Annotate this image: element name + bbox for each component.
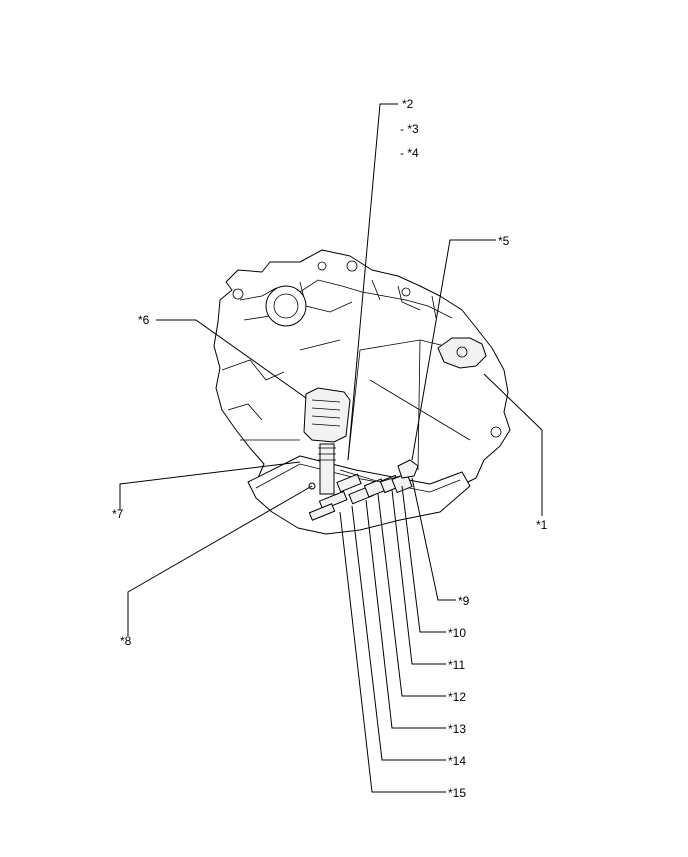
label-8: *8 — [120, 634, 132, 648]
label-10: *10 — [448, 626, 467, 640]
bolt-hole-e — [317, 261, 327, 271]
leader-6 — [156, 319, 307, 399]
leader-15 — [339, 511, 446, 793]
leader-9 — [411, 477, 456, 601]
label-2: *2 — [402, 97, 414, 111]
leader-2 — [347, 103, 398, 461]
label-15: *15 — [448, 786, 467, 800]
oil-strainer — [303, 387, 351, 443]
leader-5 — [411, 239, 496, 461]
gear-port-outer — [265, 285, 307, 327]
leader-1 — [483, 373, 543, 516]
leader-lines — [119, 103, 543, 793]
switch-shaft — [456, 346, 468, 358]
label-5: *5 — [498, 234, 510, 248]
solenoid-g — [308, 503, 336, 521]
gear-port-inner — [273, 293, 299, 319]
bolt-hole-a — [232, 288, 244, 300]
leader-10 — [401, 485, 446, 633]
label-7: *7 — [112, 507, 124, 521]
solenoid-f — [318, 490, 348, 511]
solenoid-cluster — [308, 459, 419, 521]
bolt-hole-c — [401, 287, 411, 297]
harness-wire — [339, 469, 401, 483]
leader-12 — [377, 493, 446, 697]
pipe-rings — [318, 447, 336, 461]
label-13: *13 — [448, 722, 467, 736]
solenoid-a — [336, 473, 362, 493]
leader-7 — [119, 461, 301, 510]
label-14: *14 — [448, 754, 467, 768]
leader-11 — [391, 489, 446, 665]
label-3: - *3 — [400, 122, 419, 136]
label-12: *12 — [448, 690, 467, 704]
bolt-hole-b — [346, 260, 358, 272]
leader-13 — [365, 499, 446, 729]
solenoid-bracket — [397, 459, 419, 479]
bell-housing-ribs — [221, 279, 453, 421]
strainer-ribs — [311, 399, 341, 427]
leader-8 — [127, 485, 313, 636]
case-body-lines — [240, 339, 471, 471]
label-6: *6 — [138, 313, 150, 327]
park-neutral-switch — [437, 337, 487, 369]
label-11: *11 — [448, 658, 466, 672]
leader-14 — [351, 505, 446, 761]
strainer-pipe — [319, 443, 335, 495]
label-4: - *4 — [400, 146, 419, 160]
label-1: *1 — [536, 518, 548, 532]
label-9: *9 — [458, 594, 470, 608]
bolt-hole-d — [490, 426, 502, 438]
